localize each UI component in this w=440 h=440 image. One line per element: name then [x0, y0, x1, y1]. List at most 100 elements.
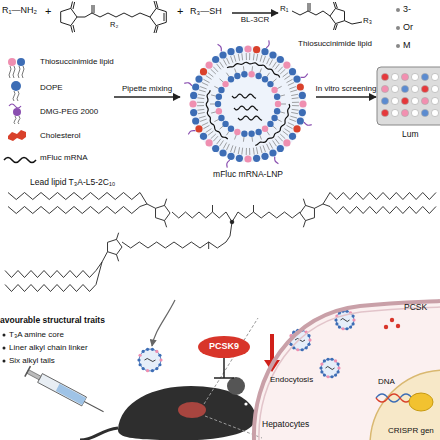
flow-arrow [114, 96, 180, 97]
text-label: Or [403, 23, 413, 33]
lnp-illustration [283, 73, 289, 77]
lnp-illustration [251, 66, 253, 71]
lnp-illustration [291, 112, 298, 113]
mini-lnp [155, 350, 158, 353]
mini-lnp [321, 359, 339, 377]
lnp-illustration [226, 131, 229, 135]
component-icons [8, 130, 26, 141]
lnp-illustration [190, 46, 306, 162]
mini-lnp [352, 314, 355, 317]
screening-plate-outline [411, 73, 418, 80]
text-label: PCSK [404, 303, 427, 312]
product-structure [310, 3, 311, 11]
mini-lnp [337, 370, 340, 373]
lnp-illustration [289, 87, 296, 89]
component-icons [11, 81, 21, 91]
lnp-illustration [260, 135, 262, 140]
pcsk9-inhibition [214, 377, 234, 379]
lead-lipid-structure [116, 233, 118, 240]
screening-plate-outline [391, 73, 398, 80]
lnp-illustration [198, 94, 205, 95]
lnp-illustration [253, 155, 260, 162]
lnp-illustration [222, 121, 228, 127]
node-text: DOPE [40, 84, 63, 93]
mini-lnp [337, 362, 340, 365]
lnp-illustration [273, 126, 277, 129]
product-structure [345, 21, 363, 24]
syringe [27, 370, 41, 380]
component-icons [9, 66, 24, 78]
mini-lnp [301, 348, 304, 351]
nhs-maleimide-structure [156, 26, 158, 33]
mini-lnp [307, 343, 310, 346]
cas9-protein [409, 393, 433, 411]
mini-lnp [159, 358, 162, 361]
lnp-illustration [273, 140, 277, 146]
screening-plate-outline [391, 85, 398, 92]
lnp-illustration [290, 90, 297, 92]
lnp-illustration [211, 95, 216, 96]
node-text: Hepatocytes [262, 420, 309, 429]
lead-lipid-structure [147, 204, 156, 208]
node-text: DMG-PEG 2000 [40, 108, 98, 117]
trait-bullets [3, 360, 6, 363]
component-icons [4, 158, 36, 163]
pcsk9-inhibition [223, 358, 225, 378]
lnp-illustration [260, 68, 262, 73]
lnp-illustration [281, 104, 286, 105]
lnp-illustration [238, 147, 239, 154]
nhs-maleimide-structure [164, 13, 165, 21]
screening-plate-outline [411, 109, 418, 116]
lnp-illustration [248, 71, 254, 77]
nhs-maleimide-structure [94, 5, 95, 13]
nhs-maleimide-structure [73, 25, 75, 32]
pcsk9-proteins [390, 318, 394, 322]
lnp-illustration [208, 73, 214, 77]
nhs-maleimide-structure [71, 26, 73, 33]
lnp-illustration [269, 142, 272, 148]
edge-label: In vitro screening [316, 85, 377, 94]
lnp-illustration [190, 109, 197, 116]
lnp-illustration [288, 82, 294, 85]
liver-to-cell-lines [204, 318, 258, 404]
lnp-illustration [249, 53, 250, 60]
component-icons [8, 58, 16, 66]
mini-lnp [334, 359, 337, 362]
mini-lnp [146, 348, 149, 351]
screening-plate-outline [431, 85, 438, 92]
screening-plate-outline [391, 109, 398, 116]
mini-lnp [289, 343, 292, 346]
lead-lipid-structure [5, 262, 102, 278]
component-icons [13, 108, 21, 116]
lnp-illustration [199, 116, 206, 118]
mini-lnp [307, 334, 310, 337]
mouse [178, 402, 206, 418]
lnp-illustration [244, 155, 251, 162]
mini-lnp [158, 354, 161, 357]
lead-lipid-structure [102, 252, 108, 262]
feature-bullets [396, 26, 400, 30]
lnp-illustration [218, 44, 222, 51]
text-label: R₃ [363, 17, 372, 26]
mini-lnp [338, 325, 341, 328]
feature-bullets [396, 44, 400, 48]
lnp-illustration [291, 94, 298, 95]
product-structure [292, 11, 330, 16]
lnp-illustration [220, 126, 224, 129]
lnp-illustration [232, 94, 256, 98]
lnp-illustration [283, 131, 289, 135]
lnp-illustration [284, 75, 290, 79]
screening-plate-outline [431, 97, 438, 104]
lnp-illustration [267, 58, 270, 64]
text-label: avourable structural traits [0, 316, 105, 325]
screening-plate-outline [377, 67, 440, 125]
screening-plate-outline [431, 109, 438, 116]
lnp-illustration [269, 59, 272, 65]
node-text: PCSK9 [198, 342, 250, 352]
screening-plate-outline [421, 73, 428, 80]
mini-lnp [326, 358, 329, 361]
lnp-illustration [255, 129, 261, 135]
